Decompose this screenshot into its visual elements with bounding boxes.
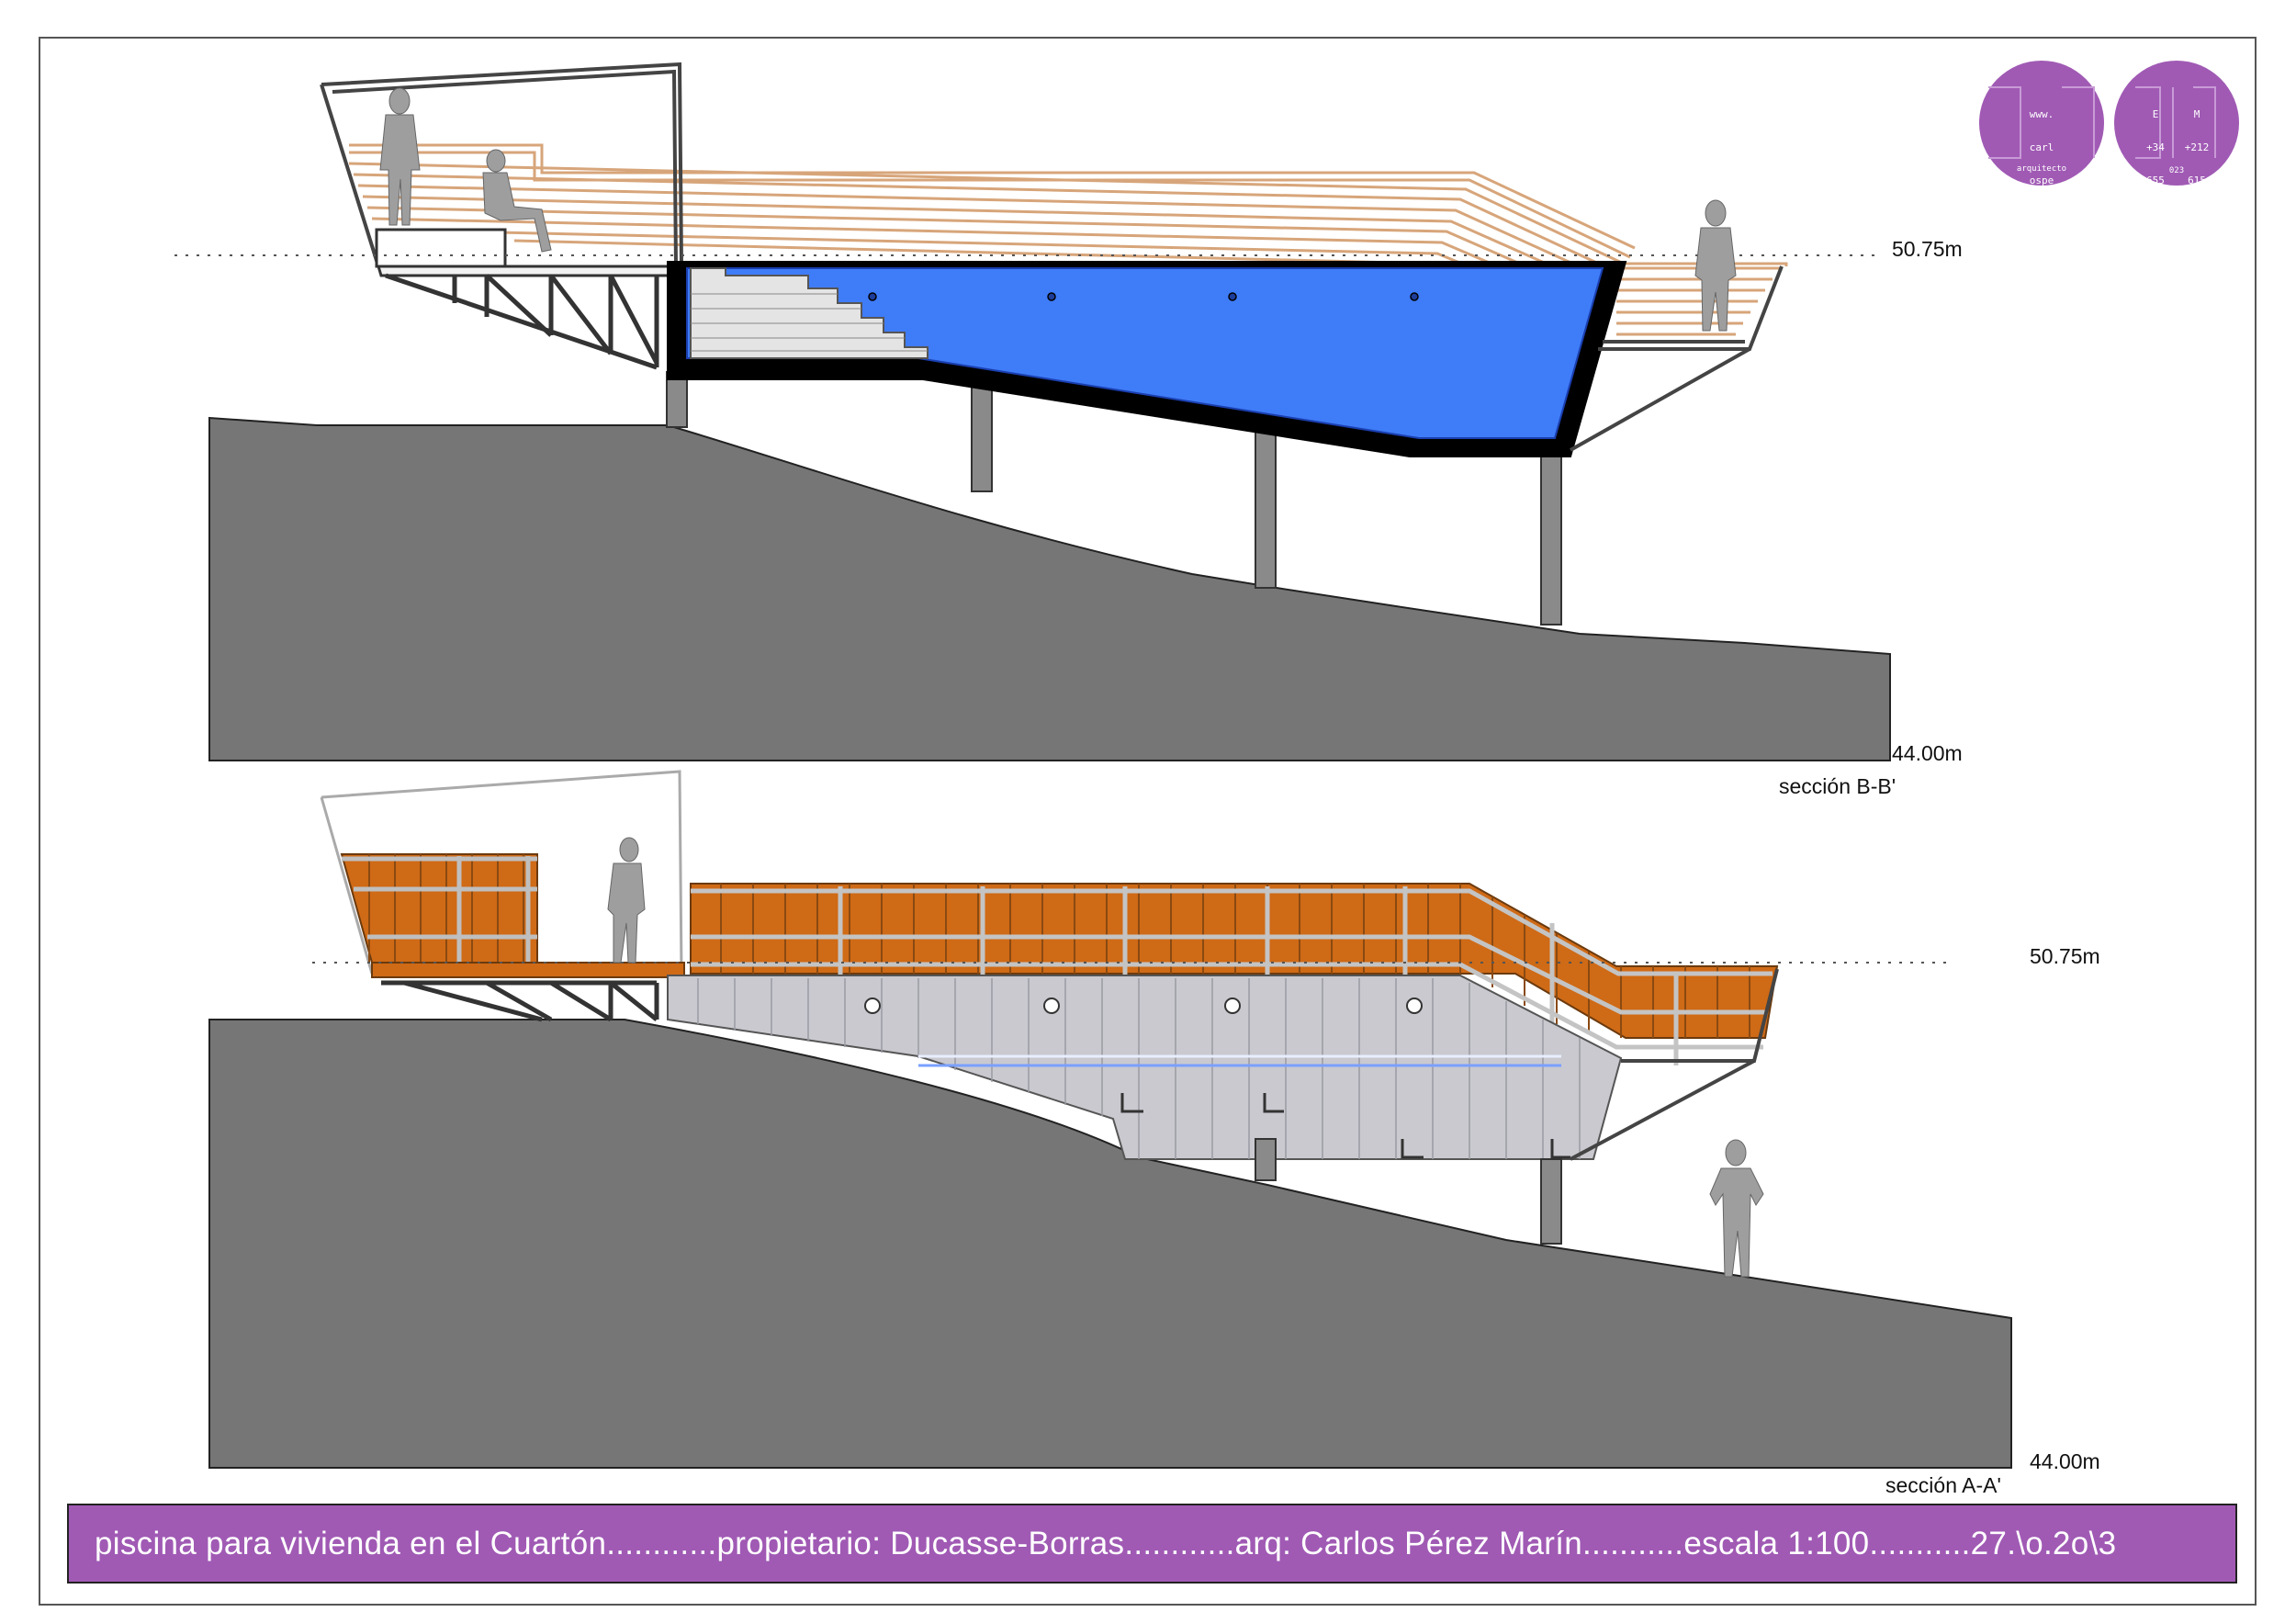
logo-badges	[1979, 61, 2239, 186]
right-deck-lines-b	[1616, 266, 1780, 336]
title-text: piscina para vivienda en el Cuartón.....…	[95, 1525, 2117, 1561]
pool-lights-b	[868, 292, 1419, 301]
logo-left-line: rezm	[2029, 208, 2054, 220]
logo-left-line: arin	[2029, 241, 2054, 253]
logo-right-item: 615	[2188, 175, 2206, 186]
logo-left-line: ospe	[2029, 175, 2054, 186]
level-label-bottom-upper: 50.75m	[2030, 944, 2100, 968]
logo-right-item: E	[2152, 108, 2159, 120]
logo-right-item: +212	[2184, 141, 2210, 153]
logo-right-col1: E +34 655 989 334	[2140, 87, 2171, 264]
logo-right-item: 655	[2146, 175, 2165, 186]
water-line-a	[918, 1054, 1561, 1067]
level-label-top-upper: 50.75m	[1892, 237, 1963, 261]
pool-cladding-a	[667, 975, 1623, 1160]
logo-left-line: .com	[2029, 274, 2054, 286]
title-block: piscina para vivienda en el Cuartón.....…	[67, 1504, 2237, 1584]
left-deck-a	[371, 962, 685, 978]
section-b-b-drawing	[174, 62, 1891, 761]
logo-right-item: M	[2193, 108, 2200, 120]
left-truss-a	[381, 980, 659, 1022]
logo-left-website: www. carl ospe rezm arin .com	[2019, 87, 2065, 297]
section-a-a-drawing	[208, 770, 2012, 1469]
right-deck-frame-b	[1570, 265, 1784, 452]
person-standing-right-b	[1694, 199, 1737, 332]
step-tiles-b	[691, 293, 928, 352]
person-seated-b	[482, 149, 552, 253]
logo-right-item: +34	[2146, 141, 2165, 153]
canopy-frame-b	[320, 62, 683, 267]
logo-right-item: 574	[2188, 208, 2206, 220]
person-standing-deck-a	[607, 837, 646, 964]
logo-left-line: www.	[2029, 108, 2054, 120]
left-railing-bars-a	[342, 856, 537, 974]
logo-right-item: 281	[2188, 241, 2206, 253]
level-label-bottom-lower: 44.00m	[2030, 1449, 2100, 1473]
canopy-outline-a	[320, 770, 683, 975]
terrain-profile-b	[208, 416, 1891, 761]
section-label-a: sección A-A'	[1885, 1473, 2001, 1497]
right-deck-frame-a	[1570, 968, 1779, 1161]
logo-right-item: 989	[2146, 208, 2165, 220]
cladding-ribs-a	[697, 978, 1581, 1159]
logo-right-caption: 023	[2168, 166, 2185, 175]
columns-a	[1255, 1138, 1562, 1245]
terrain-profile-a	[208, 1019, 2012, 1469]
column-brackets-a	[1120, 1093, 1570, 1159]
drawing-sheet-frame	[39, 37, 2257, 1606]
logo-right-item: 334	[2146, 241, 2165, 253]
logo-left-caption: arquitecto	[2016, 164, 2067, 174]
section-label-b: sección B-B'	[1779, 774, 1896, 798]
left-truss-b	[376, 265, 672, 370]
level-label-top-lower: 44.00m	[1892, 741, 1963, 765]
main-railing-panel-a	[690, 883, 1779, 1039]
logo-right-circle	[2114, 61, 2239, 186]
pool-water-b	[686, 267, 1604, 439]
pool-lights-a	[864, 997, 1423, 1014]
left-railing-panel-a	[340, 853, 538, 964]
bench-b	[375, 228, 507, 268]
logo-left-circle	[1979, 61, 2104, 186]
logo-right-col2: M +212 615 574 281	[2178, 87, 2215, 264]
logo-left-line: carl	[2029, 141, 2054, 153]
columns-b	[666, 371, 1562, 626]
left-railing-slats-a	[368, 854, 524, 963]
person-standing-ground-a	[1709, 1139, 1764, 1278]
person-standing-left-b	[379, 87, 421, 226]
